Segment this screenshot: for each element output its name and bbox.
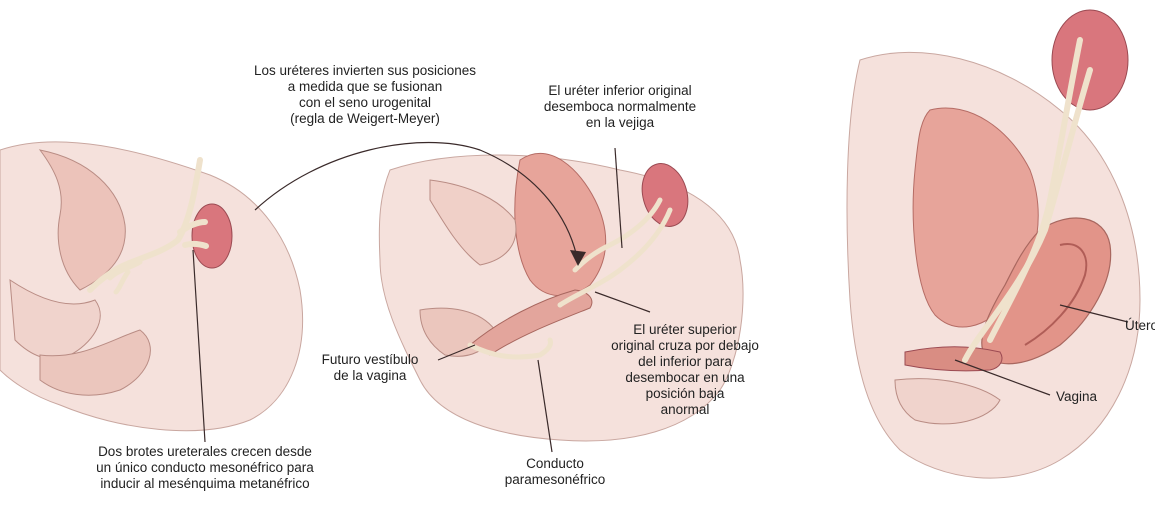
label-ureter-inversion: Los uréteres invierten sus posiciones a … (215, 63, 515, 127)
label-line: anormal (585, 402, 785, 418)
label-vagina: Vagina (1056, 389, 1097, 405)
label-paramesonephric: Conducto paramesonéfrico (480, 456, 630, 488)
label-line: de la vagina (290, 368, 450, 384)
label-line: Futuro vestíbulo (290, 352, 450, 368)
label-line: a medida que se fusionan (215, 79, 515, 95)
panel-1-outer-tissue (0, 142, 303, 431)
label-line: paramesonéfrico (480, 472, 630, 488)
label-future-vestibule: Futuro vestíbulo de la vagina (290, 352, 450, 384)
label-two-buds: Dos brotes ureterales crecen desde un ún… (45, 444, 365, 492)
label-line: en la vejiga (525, 115, 715, 131)
label-line: un único conducto mesonéfrico para (45, 460, 365, 476)
label-line: Dos brotes ureterales crecen desde (45, 444, 365, 460)
panel-1-kidney (192, 204, 232, 268)
label-line: del inferior para (585, 354, 785, 370)
label-line: (regla de Weigert-Meyer) (215, 111, 515, 127)
label-line: El uréter superior (585, 322, 785, 338)
label-line: Conducto (480, 456, 630, 472)
panel-3-kidney (1052, 10, 1128, 110)
label-line: original cruza por debajo (585, 338, 785, 354)
label-line: posición baja (585, 386, 785, 402)
label-upper-ureter: El uréter superior original cruza por de… (585, 322, 785, 418)
label-line: desemboca normalmente (525, 99, 715, 115)
label-lower-ureter: El uréter inferior original desemboca no… (525, 83, 715, 131)
label-line: Los uréteres invierten sus posiciones (215, 63, 515, 79)
label-line: El uréter inferior original (525, 83, 715, 99)
label-line: inducir al mesénquima metanéfrico (45, 476, 365, 492)
panel-1-embryo (0, 142, 303, 431)
panel-3-vagina (905, 347, 1002, 371)
label-uterus: Útero (1125, 318, 1155, 334)
label-line: con el seno urogenital (215, 95, 515, 111)
label-line: desembocar en una (585, 370, 785, 386)
panel-1-ureteric-bud-2 (185, 244, 206, 246)
panel-3-embryo (847, 10, 1140, 478)
